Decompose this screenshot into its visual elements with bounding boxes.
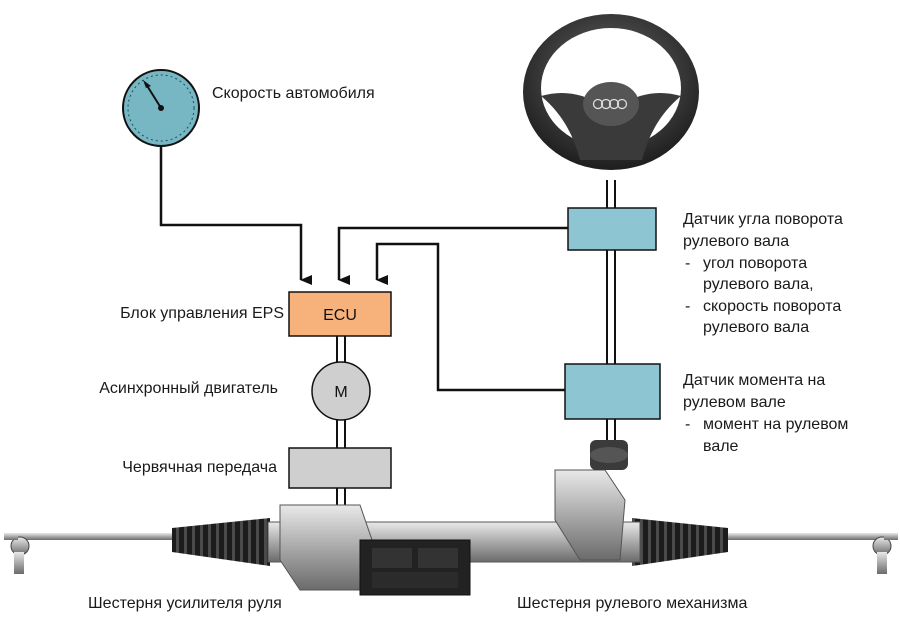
eps-ecu-label: Блок управления EPS <box>120 305 284 322</box>
angle-sensor-item2-2: рулевого вала <box>703 319 810 336</box>
steering-pinion-label: Шестерня рулевого механизма <box>517 595 748 612</box>
torque-sensor-item1-1: момент на рулевом <box>703 416 849 433</box>
worm-gear-label: Червячная передача <box>122 459 277 476</box>
speed-signal-line <box>159 146 312 285</box>
motor-label: M <box>334 384 347 401</box>
steering-torque-sensor-box <box>564 363 661 420</box>
torque-signal-line <box>375 242 565 392</box>
ecu-box <box>288 291 392 337</box>
angle-sensor-title-2: рулевого вала <box>683 233 790 250</box>
angle-sensor-item1-1: угол поворота <box>703 255 808 272</box>
angle-sensor-item2-1: скорость поворота <box>703 298 842 315</box>
speedometer-icon <box>122 69 200 147</box>
torque-sensor-dash-1: - <box>685 416 691 433</box>
angle-sensor-dash-1: - <box>685 255 691 272</box>
vehicle-speed-label: Скорость автомобиля <box>212 85 375 102</box>
async-motor-label: Асинхронный двигатель <box>99 380 278 397</box>
steering-angle-sensor-box <box>567 207 657 251</box>
torque-sensor-title-2: рулевом вале <box>683 394 786 411</box>
angle-sensor-title-1: Датчик угла поворота <box>683 211 843 228</box>
angle-sensor-dash-2: - <box>685 298 691 315</box>
steering-rack-icon <box>4 440 898 596</box>
assist-pinion-label: Шестерня усилителя руля <box>88 595 282 612</box>
torque-sensor-item1-2: вале <box>703 438 739 455</box>
angle-sensor-item1-2: рулевого вала, <box>703 276 814 293</box>
signal-lines <box>159 146 568 392</box>
motor-circle <box>311 361 371 421</box>
ecu-box-label: ECU <box>323 307 357 324</box>
worm-gear-box <box>288 447 392 489</box>
steering-wheel-icon <box>523 14 699 170</box>
angle-signal-line <box>337 226 568 285</box>
torque-sensor-title-1: Датчик момента на <box>683 372 826 389</box>
